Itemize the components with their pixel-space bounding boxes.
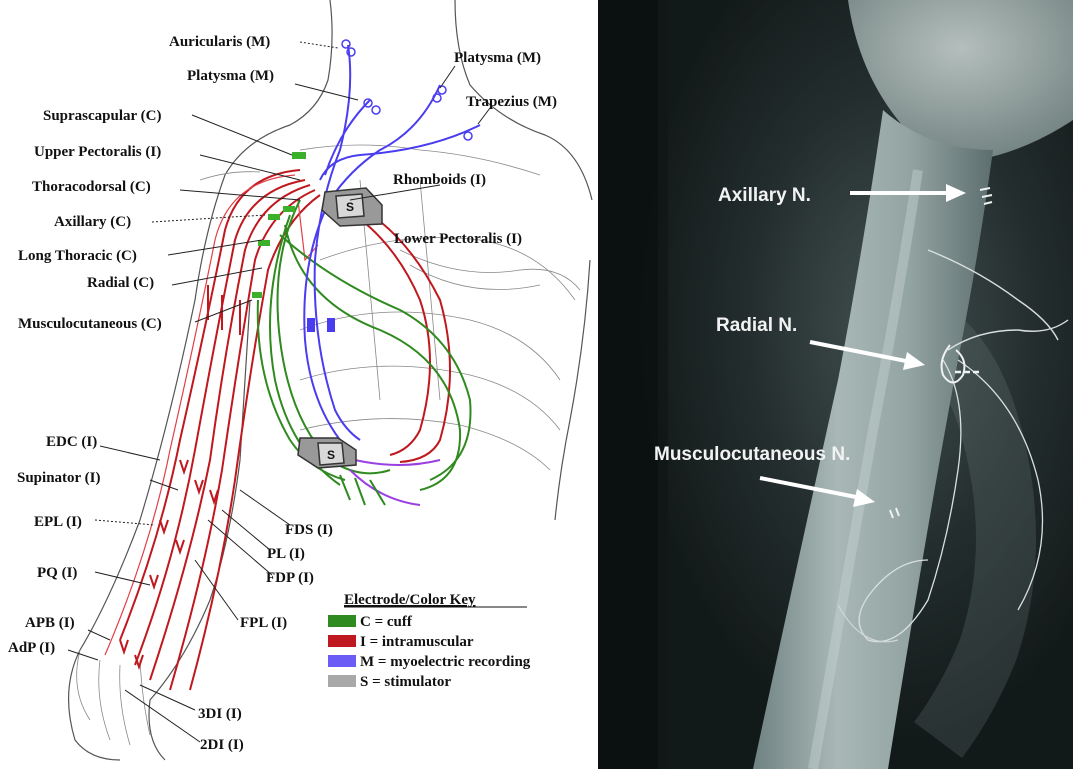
label-musculocutaneous: Musculocutaneous (C): [18, 316, 162, 332]
key-swatch-intramuscular: [328, 635, 356, 647]
label-fdp: FDP (I): [266, 570, 314, 586]
label-radial: Radial (C): [87, 275, 154, 291]
label-fpl: FPL (I): [240, 615, 287, 631]
label-trapezius: Trapezius (M): [466, 94, 557, 110]
label-platysma-right: Platysma (M): [454, 50, 541, 66]
key-swatch-myoelectric: [328, 655, 356, 667]
label-thoracodorsal: Thoracodorsal (C): [32, 179, 151, 195]
label-adp: AdP (I): [8, 640, 55, 656]
stimulator-upper-label: S: [346, 200, 354, 214]
electrode-placement-diagram: S S Auricularis (M) Platysma (M): [0, 0, 600, 769]
xray-label-musculocutaneous: Musculocutaneous N.: [654, 444, 850, 465]
label-rhomboids: Rhomboids (I): [393, 172, 486, 188]
key-label-stimulator: S = stimulator: [360, 674, 451, 690]
label-suprascapular: Suprascapular (C): [43, 108, 162, 124]
label-edc: EDC (I): [46, 434, 97, 450]
xray-image: Axillary N. Radial N. Musculocutaneous N…: [598, 0, 1073, 769]
xray-label-axillary: Axillary N.: [718, 185, 811, 206]
key-swatch-stimulator: [328, 675, 356, 687]
label-3di: 3DI (I): [198, 706, 242, 722]
label-pl: PL (I): [267, 546, 305, 562]
label-fds: FDS (I): [285, 522, 333, 538]
label-supinator: Supinator (I): [17, 470, 101, 486]
label-long-thoracic: Long Thoracic (C): [18, 248, 137, 264]
label-2di: 2DI (I): [200, 737, 244, 753]
label-epl: EPL (I): [34, 514, 82, 530]
key-swatch-cuff: [328, 615, 356, 627]
key-label-intramuscular: I = intramuscular: [360, 634, 474, 650]
label-apb: APB (I): [25, 615, 75, 631]
label-pq: PQ (I): [37, 565, 77, 581]
key-label-cuff: C = cuff: [360, 614, 413, 630]
color-key-title: Electrode/Color Key: [344, 592, 476, 608]
label-auricularis: Auricularis (M): [169, 34, 270, 50]
stimulator-lower-label: S: [327, 448, 335, 462]
key-label-myoelectric: M = myoelectric recording: [360, 654, 531, 670]
label-platysma-left: Platysma (M): [187, 68, 274, 84]
xray-label-radial: Radial N.: [716, 315, 797, 336]
label-upper-pectoralis: Upper Pectoralis (I): [34, 144, 161, 160]
label-axillary: Axillary (C): [54, 214, 131, 230]
label-lower-pectoralis: Lower Pectoralis (I): [394, 231, 522, 247]
